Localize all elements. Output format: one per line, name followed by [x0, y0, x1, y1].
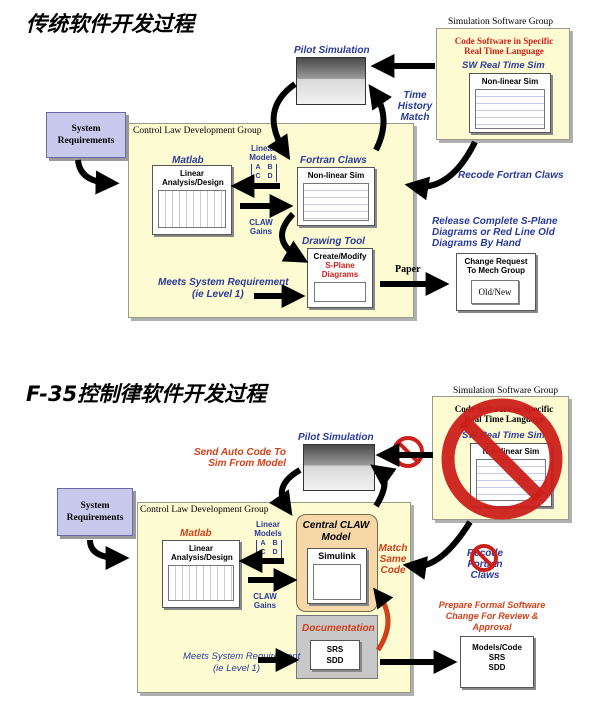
bottom-abcd-b: B — [272, 540, 278, 547]
top-system-requirements-label: System Requirements — [57, 124, 115, 146]
bottom-prepare-formal: Prepare Formal Software Change For Revie… — [438, 600, 546, 632]
bottom-sim-group-label: Simulation Software Group — [453, 386, 559, 396]
top-linear-models: Linear Models — [249, 144, 277, 162]
bottom-simulink-diagram — [313, 564, 361, 600]
bottom-documentation-label: Documentation — [302, 623, 375, 634]
top-fortran-nonlinear-plot — [303, 183, 369, 221]
bottom-system-requirements: System Requirements — [57, 488, 133, 536]
top-recode-fortran: Recode Fortran Claws — [458, 170, 564, 181]
top-claw-gains: CLAW Gains — [249, 218, 273, 236]
bottom-recode-fortran: Recode Fortran Claws — [466, 548, 504, 581]
bottom-arrow-central-to-pilot — [370, 464, 397, 508]
bottom-arrow-req-to-matlab — [87, 539, 130, 570]
bottom-cld-group-label: Control Law Development Group — [140, 505, 269, 515]
top-paper-label: Paper — [395, 264, 421, 275]
top-pilot-simulation-label: Pilot Simulation — [294, 45, 370, 56]
top-abcd-a: A — [255, 164, 261, 171]
top-create-modify: Create/Modify — [313, 252, 367, 261]
top-abcd-c: C — [255, 173, 261, 180]
top-abcd-b: B — [267, 164, 273, 171]
bottom-sw-nonlinear-title: Non-linear Sim — [482, 447, 540, 456]
top-time-history-match: Time History Match — [397, 90, 433, 123]
bottom-models-code-title: Models/Code — [472, 643, 522, 652]
bottom-small-no-sign-top — [392, 436, 424, 468]
bottom-pilot-simulation-image — [303, 444, 375, 491]
bottom-central-claw-label: Central CLAW Model — [302, 520, 370, 543]
bottom-title: F-35控制律软件开发过程 — [26, 382, 267, 406]
bottom-simulink-title: Simulink — [318, 551, 356, 561]
top-change-request-box: Change Request To Mech Group Old/New — [456, 253, 536, 311]
bottom-simulink-box: Simulink — [307, 548, 367, 604]
bottom-system-requirements-label: System Requirements — [66, 501, 124, 523]
top-cld-group-label: Control Law Development Group — [133, 126, 262, 136]
bottom-abcd-d: D — [272, 549, 278, 556]
bottom-match-same-code: Match Same Code — [378, 543, 408, 576]
bottom-abcd-matrix: A B C D — [256, 540, 282, 558]
bottom-linear-analysis-title: Linear Analysis/Design — [171, 544, 233, 562]
bottom-abcd-c: C — [260, 549, 266, 556]
top-drawing-tool-box: Create/Modify S-Plane Diagrams — [307, 248, 373, 308]
bottom-models-srs: SRS — [488, 653, 506, 662]
top-fortran-claws-label: Fortran Claws — [300, 155, 367, 166]
top-s-plane: S-Plane Diagrams — [321, 261, 359, 279]
top-sw-nonlinear-box: Non-linear Sim — [469, 73, 551, 133]
top-title: 传统软件开发过程 — [26, 12, 194, 36]
top-arrow-req-to-matlab — [75, 159, 120, 195]
bottom-meets-req: Meets System Requirement — [183, 651, 301, 662]
top-sw-nonlinear-title: Non-linear Sim — [481, 77, 539, 86]
bottom-claw-gains: CLAW Gains — [253, 592, 277, 610]
top-linear-analysis-title: Linear Analysis/Design — [162, 169, 224, 187]
bottom-send-auto-code: Send Auto Code To Sim From Model — [193, 447, 286, 469]
top-matlab-box: Linear Analysis/Design — [152, 165, 232, 235]
top-sw-nonlinear-plot — [475, 89, 545, 129]
bottom-linear-analysis-plot — [168, 565, 234, 601]
top-abcd-d: D — [267, 173, 273, 180]
bottom-matlab-label: Matlab — [180, 528, 212, 539]
top-meets-req: Meets System Requirement — [158, 277, 289, 288]
bottom-matlab-box: Linear Analysis/Design — [162, 540, 240, 608]
top-s-plane-diagram — [314, 282, 366, 302]
top-fortran-nonlinear-title: Non-linear Sim — [307, 171, 365, 180]
top-drawing-tool-label: Drawing Tool — [302, 236, 365, 247]
top-linear-analysis-plot — [158, 190, 226, 228]
bottom-srs-sdd-box: SRS SDD — [310, 640, 360, 670]
top-level1: (ie Level 1) — [192, 289, 244, 300]
top-abcd-matrix: A B C D — [251, 164, 277, 182]
top-sw-real-time-sim: SW Real Time Sim — [462, 60, 545, 71]
bottom-abcd-a: A — [260, 540, 266, 547]
top-fortran-box: Non-linear Sim — [297, 167, 375, 226]
top-pilot-simulation-image — [296, 57, 366, 105]
top-system-requirements: System Requirements — [46, 112, 126, 158]
bottom-big-no-sign — [441, 398, 563, 520]
bottom-doc-sdd: SDD — [326, 656, 344, 665]
bottom-sw-real-time-sim: SW Real Time Sim — [462, 430, 545, 441]
bottom-models-code-box: Models/Code SRS SDD — [460, 636, 534, 688]
bottom-small-no-sign-recode — [470, 544, 498, 572]
bottom-models-sdd: SDD — [488, 663, 506, 672]
bottom-linear-models: Linear Models — [254, 520, 282, 538]
top-sim-group-label: Simulation Software Group — [448, 17, 554, 27]
bottom-doc-srs: SRS — [326, 645, 344, 654]
top-code-software: Code Software in Specific Real Time Lang… — [454, 36, 554, 56]
bottom-level1: (ie Level 1) — [213, 663, 260, 674]
top-release-text: Release Complete S-Plane Diagrams or Red… — [432, 216, 558, 249]
top-matlab-label: Matlab — [172, 155, 204, 166]
bottom-pilot-simulation-label: Pilot Simulation — [298, 432, 374, 443]
top-old-new-box: Old/New — [471, 280, 519, 304]
top-change-request-title: Change Request To Mech Group — [464, 257, 528, 275]
